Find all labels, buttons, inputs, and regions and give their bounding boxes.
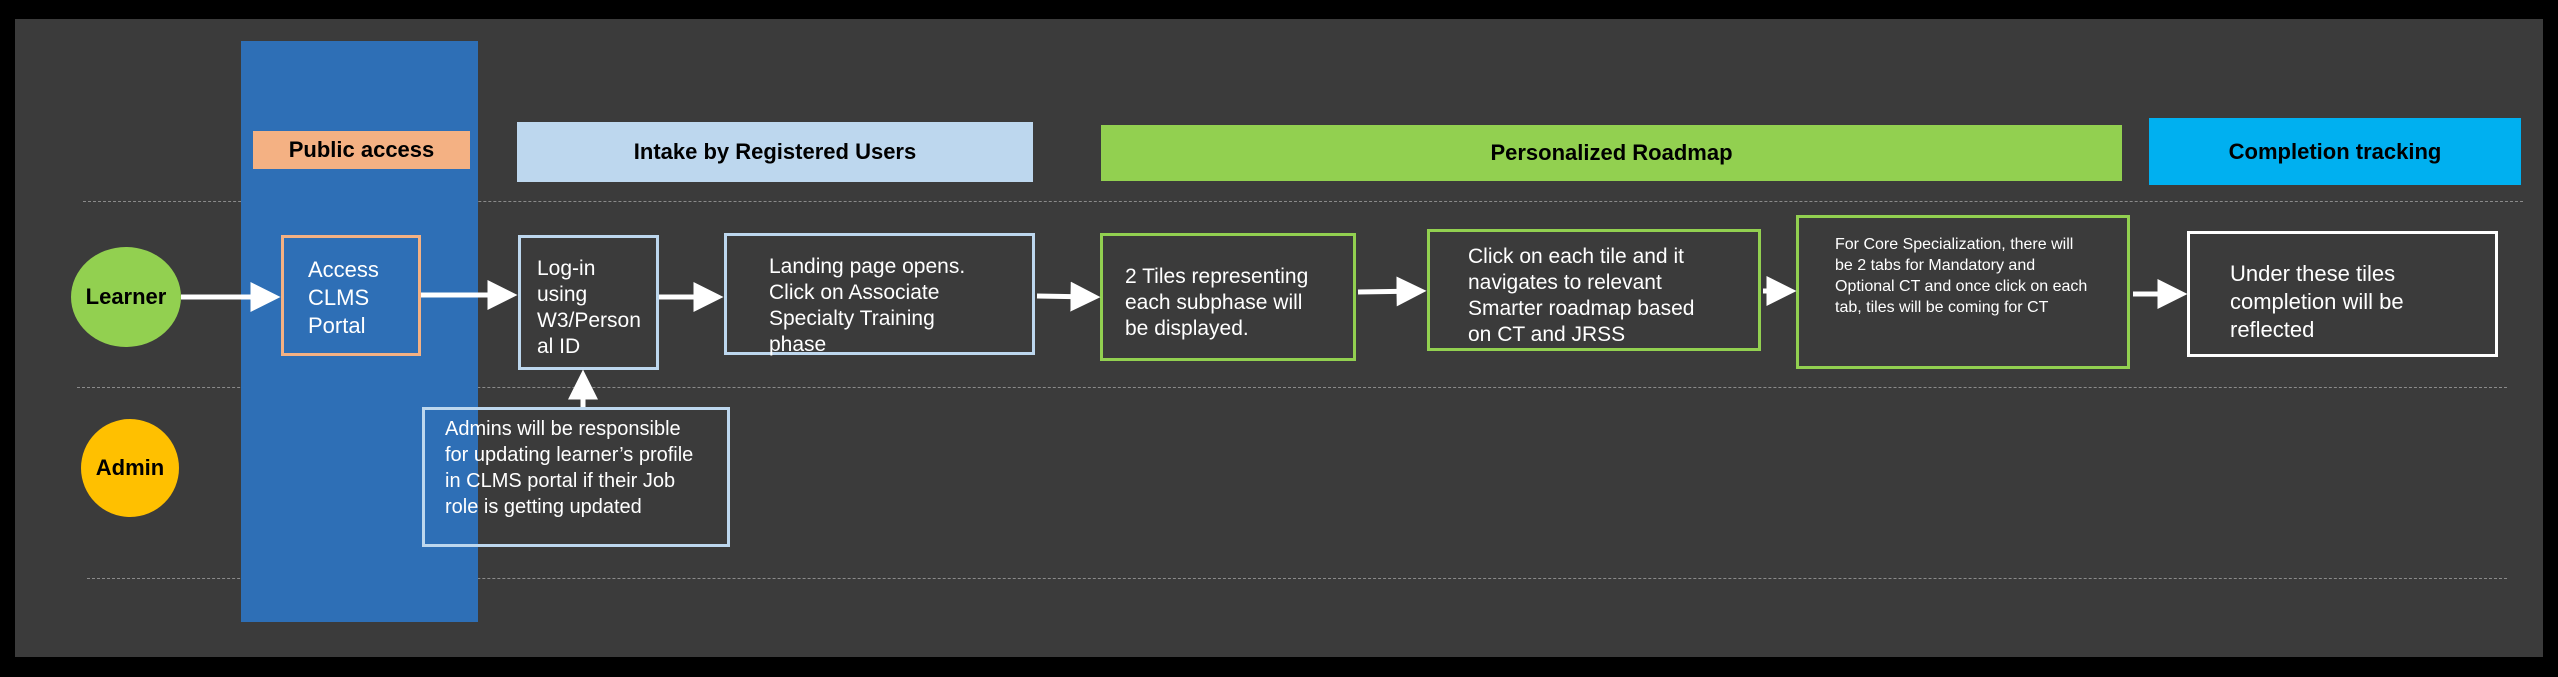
step-completion: Under these tiles completion will be ref… xyxy=(2187,231,2498,357)
step-click-tile: Click on each tile and it navigates to r… xyxy=(1427,229,1761,351)
phase-header-intake: Intake by Registered Users xyxy=(517,122,1033,182)
lane-separator-top xyxy=(83,201,2523,202)
step-tiles-displayed: 2 Tiles representing each subphase will … xyxy=(1100,233,1356,361)
step-text: Admins will be responsible for updating … xyxy=(445,418,694,518)
step-text: Landing page opens. Click on Associate S… xyxy=(769,255,966,356)
arrow-tiles-to-click-tile xyxy=(1357,276,1427,307)
step-text: Under these tiles completion will be ref… xyxy=(2230,261,2404,342)
step-text: Access CLMS Portal xyxy=(308,257,379,338)
step-text: 2 Tiles representing each subphase will … xyxy=(1125,265,1309,340)
phase-label: Public access xyxy=(288,137,435,162)
phase-header-public-access: Public access xyxy=(253,131,470,169)
phase-label: Personalized Roadmap xyxy=(1490,140,1733,165)
step-text: Click on each tile and it navigates to r… xyxy=(1468,245,1695,346)
admin-note: Admins will be responsible for updating … xyxy=(422,407,730,547)
step-text: Log-in using W3/Person al ID xyxy=(537,257,641,358)
step-text: For Core Specialization, there will be 2… xyxy=(1835,236,2088,316)
step-login: Log-in using W3/Person al ID xyxy=(518,235,659,370)
step-landing-page: Landing page opens. Click on Associate S… xyxy=(724,233,1035,356)
phase-header-completion-tracking: Completion tracking xyxy=(2149,118,2521,185)
step-access-portal: Access CLMS Portal xyxy=(281,235,421,356)
actor-label: Admin xyxy=(95,455,165,480)
step-core-specialization: For Core Specialization, there will be 2… xyxy=(1796,215,2130,369)
actor-label: Learner xyxy=(85,284,167,309)
phase-header-roadmap: Personalized Roadmap xyxy=(1101,125,2122,181)
phase-label: Intake by Registered Users xyxy=(633,139,917,164)
diagram-canvas: Public access Intake by Registered Users… xyxy=(15,19,2543,657)
lane-separator-bottom xyxy=(87,578,2507,579)
arrow-landing-to-tiles xyxy=(1036,281,1101,312)
phase-label: Completion tracking xyxy=(2228,138,2442,164)
learner-actor: Learner xyxy=(71,247,181,347)
admin-actor: Admin xyxy=(81,419,179,517)
flow-arrows xyxy=(181,276,2188,407)
lane-separator-middle xyxy=(77,387,2507,388)
